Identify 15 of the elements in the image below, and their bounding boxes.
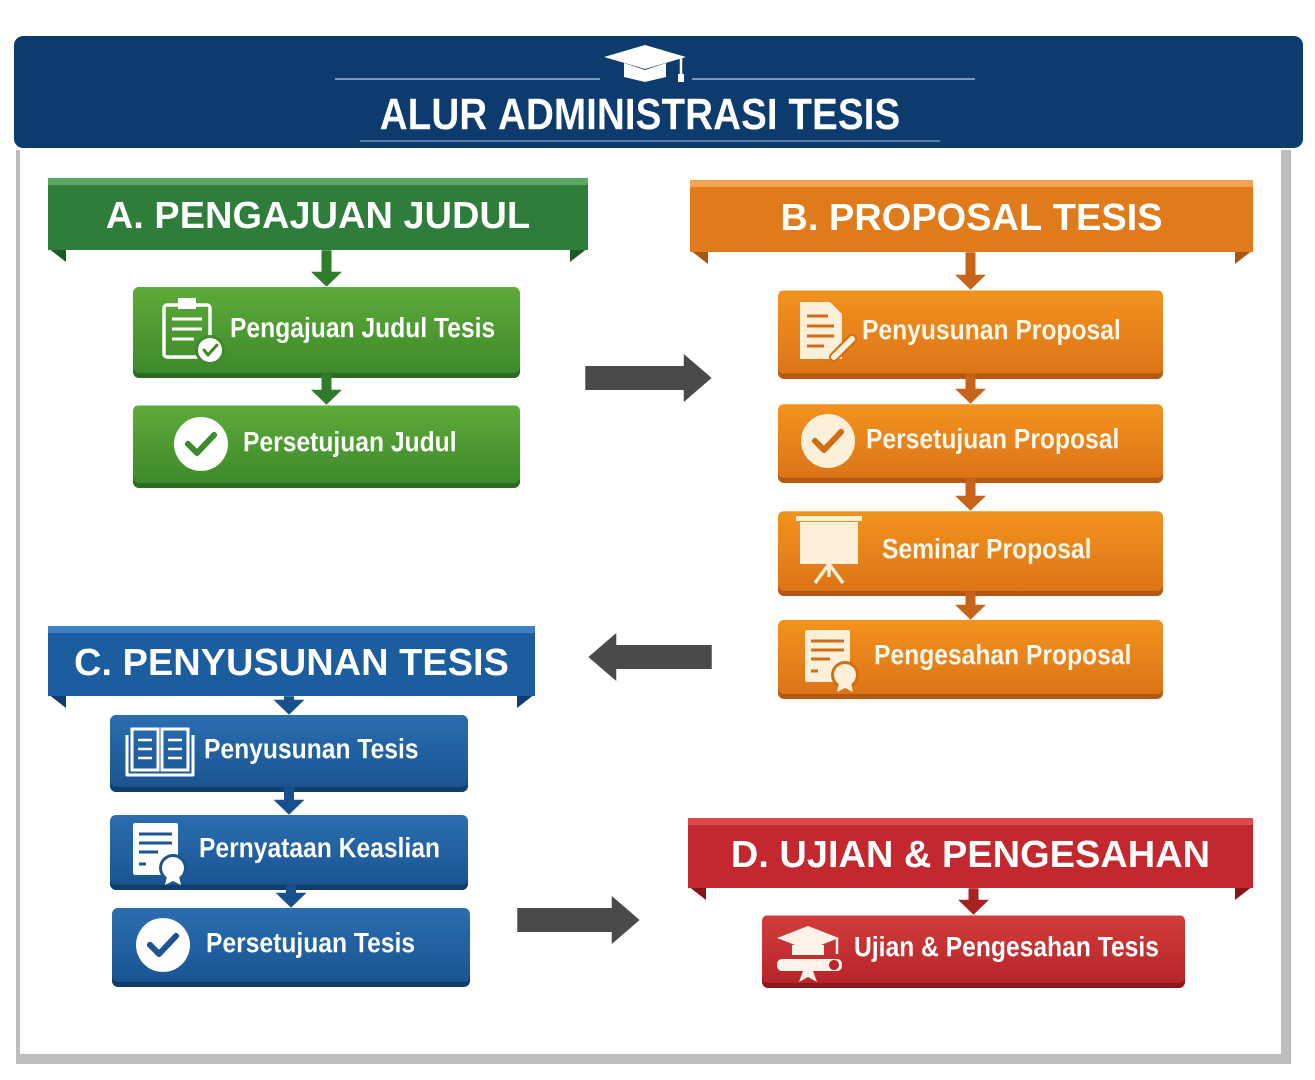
process-box: Pengesahan Proposal	[778, 620, 1163, 699]
process-box: Seminar Proposal	[778, 511, 1163, 596]
section-banner: C. PENYUSUNAN TESIS	[48, 626, 535, 708]
process-box: Persetujuan Proposal	[778, 404, 1163, 483]
section-banner: D. UJIAN & PENGESAHAN	[688, 818, 1253, 900]
process-box: Persetujuan Judul	[133, 405, 520, 488]
title: ALUR ADMINISTRASI TESIS	[380, 98, 899, 130]
section-banner: A. PENGAJUAN JUDUL	[48, 178, 588, 262]
section-banner: B. PROPOSAL TESIS	[690, 180, 1253, 264]
process-box: Pernyataan Keaslian	[110, 815, 468, 890]
process-box: Pengajuan Judul Tesis	[133, 287, 520, 378]
process-box: Penyusunan Tesis	[110, 715, 468, 792]
process-box: Penyusunan Proposal	[778, 290, 1163, 379]
process-box: Persetujuan Tesis	[112, 908, 470, 987]
process-box: Ujian & Pengesahan Tesis	[762, 915, 1185, 988]
